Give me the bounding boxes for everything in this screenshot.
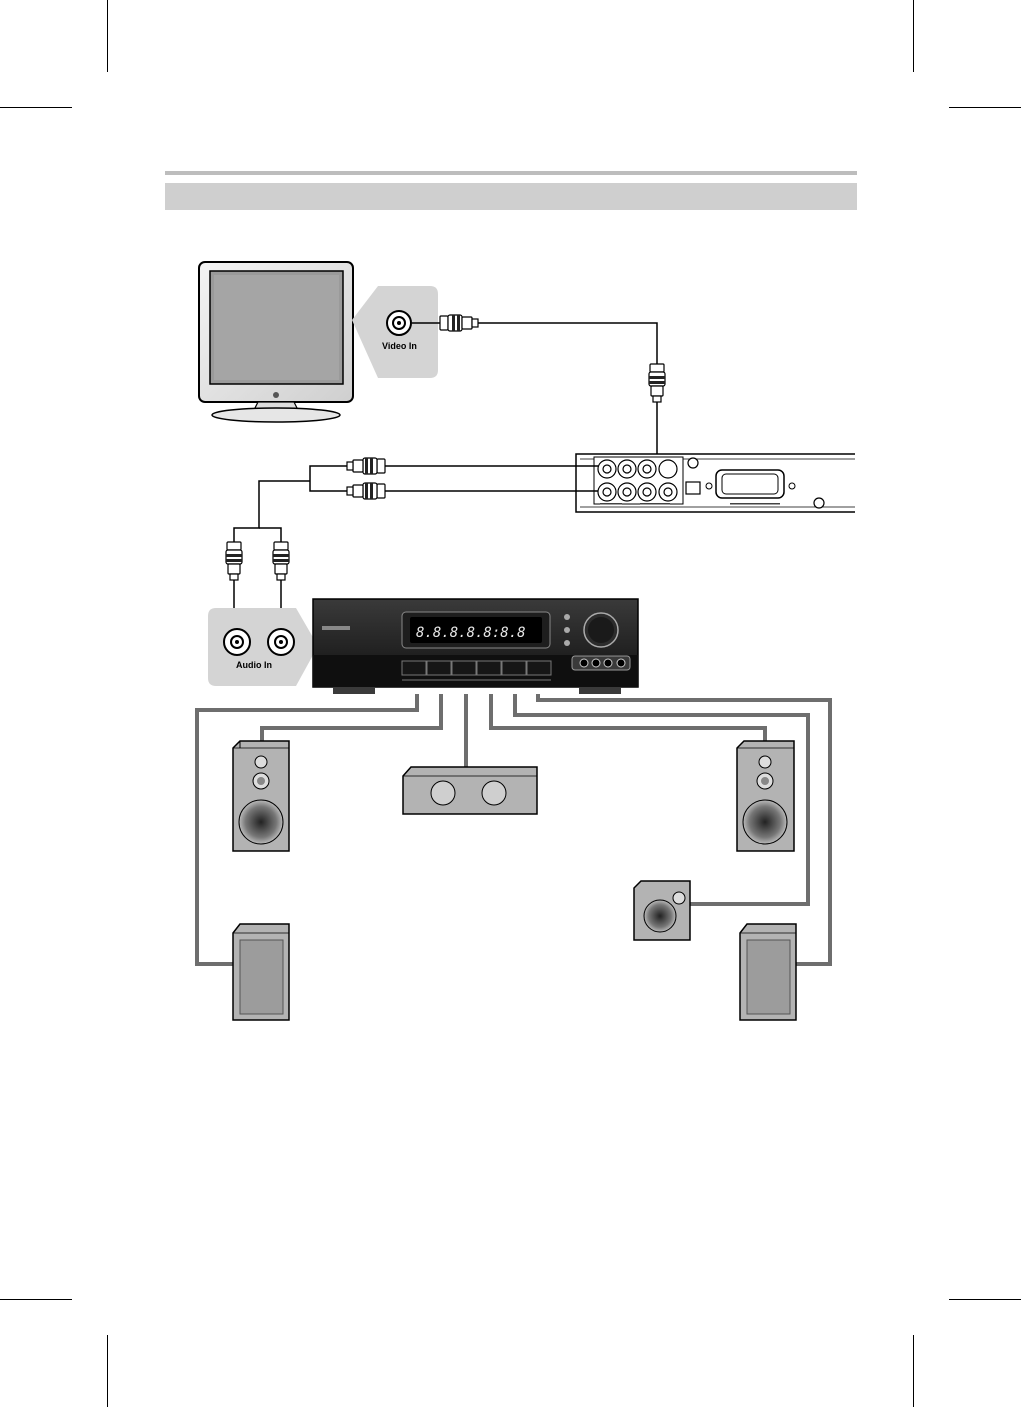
av-receiver: 8.8.8.8.8:8.8 (313, 599, 638, 694)
front-left-speaker (233, 741, 289, 851)
subwoofer (634, 881, 690, 940)
television (199, 262, 353, 422)
video-cable (412, 315, 665, 458)
front-right-speaker (737, 741, 794, 851)
video-in-label: Video In (382, 341, 417, 351)
receiver-display: 8.8.8.8.8:8.8 (416, 625, 526, 641)
dvd-player-rear-panel (576, 454, 855, 512)
surround-left-speaker (233, 924, 289, 1020)
surround-right-speaker (740, 924, 796, 1020)
video-in-callout: Video In (352, 286, 438, 378)
center-speaker (403, 767, 537, 814)
audio-in-label: Audio In (236, 660, 272, 670)
speaker-cables (197, 694, 830, 964)
audio-in-callout: Audio In (208, 608, 318, 686)
